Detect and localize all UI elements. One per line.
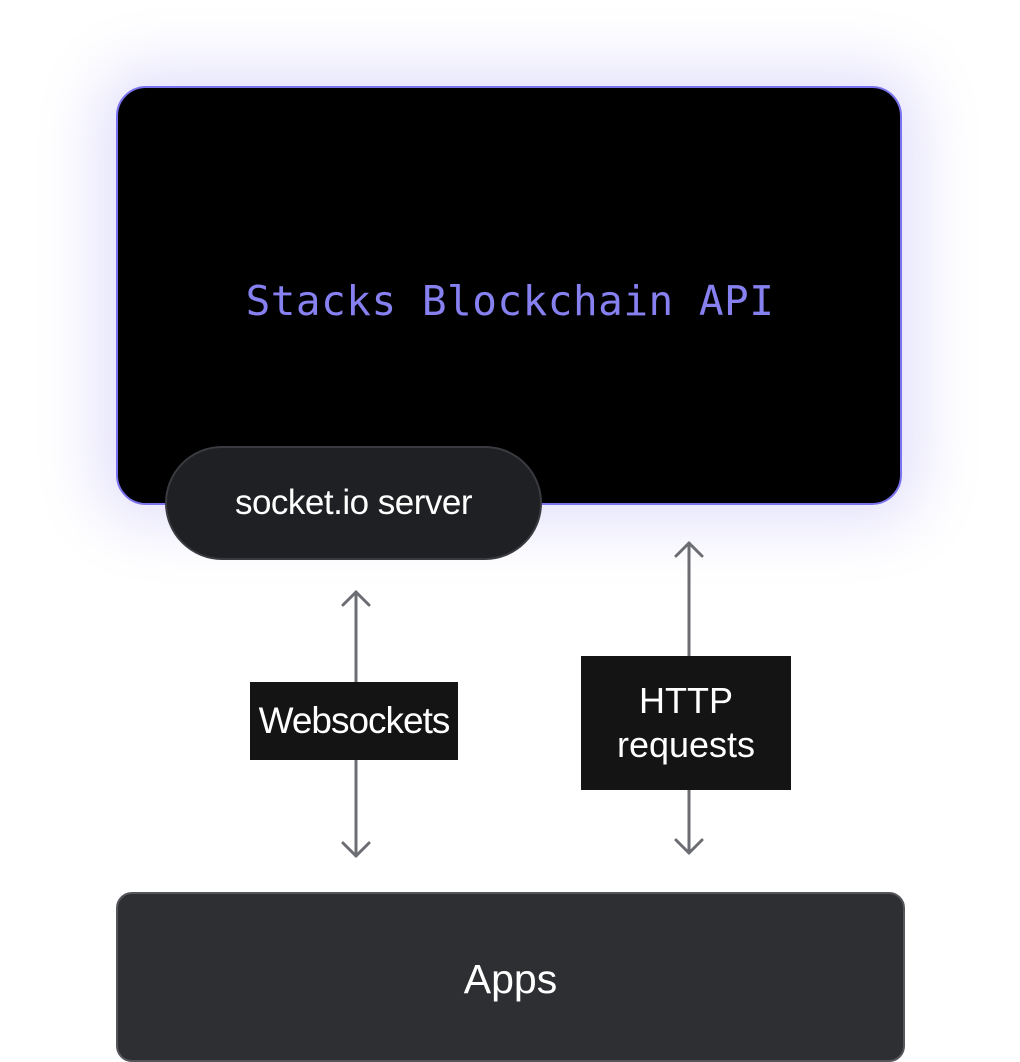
apps-label: Apps — [463, 955, 558, 1002]
stacks-blockchain-api-box — [116, 86, 902, 505]
http-arrow-head-up — [674, 541, 704, 558]
socket-io-server-label: socket.io server — [234, 483, 473, 522]
websockets-arrow-head-down — [341, 841, 371, 858]
websockets-label: Websockets — [258, 700, 451, 741]
websockets-arrow-head-up — [341, 590, 371, 607]
http-label-line1: HTTP — [639, 680, 733, 721]
socket-io-server-node: socket.io server — [165, 446, 542, 560]
websockets-label-box: Websockets — [250, 682, 458, 760]
http-label-line2: requests — [616, 724, 756, 765]
http-arrow-head-down — [674, 838, 704, 855]
api-title: Stacks Blockchain API — [245, 277, 775, 325]
apps-box: Apps — [116, 892, 905, 1062]
http-requests-label-box: HTTP requests — [581, 656, 791, 790]
